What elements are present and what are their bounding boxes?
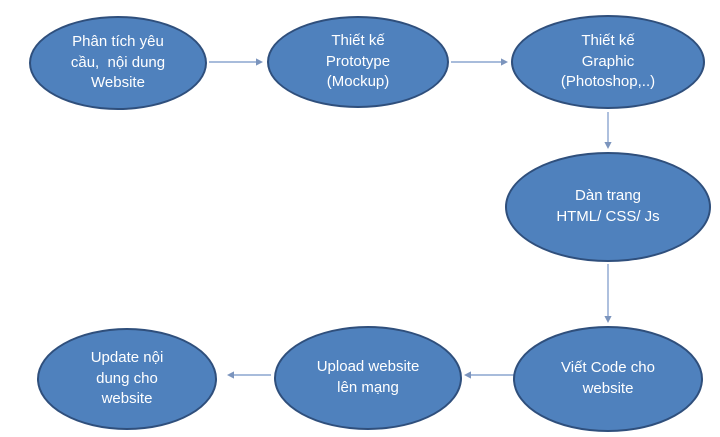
arrowhead-icon xyxy=(227,371,234,379)
node-phan-tich-yeu-cau: Phân tích yêu cầu, nội dung Website xyxy=(29,16,207,110)
node-thiet-ke-prototype: Thiết kế Prototype (Mockup) xyxy=(267,16,449,108)
arrowhead-icon xyxy=(501,58,508,66)
node-label: Thiết kế Graphic (Photoshop,..) xyxy=(560,31,656,91)
node-label: Viết Code cho website xyxy=(561,359,655,397)
node-label: Dàn trang HTML/ CSS/ Js xyxy=(556,187,660,225)
arrowhead-icon xyxy=(256,58,263,66)
node-label: Update nội dung cho website xyxy=(90,348,164,408)
node-update-noi-dung-cho-website: Update nội dung cho website xyxy=(37,328,217,430)
node-viet-code-cho-website: Viết Code cho website xyxy=(513,326,703,432)
arrowhead-icon xyxy=(604,142,612,149)
arrowhead-icon xyxy=(604,316,612,323)
node-label: Thiết kế Prototype (Mockup) xyxy=(325,31,391,91)
node-upload-website-len-mang: Upload website lên mạng xyxy=(274,326,462,430)
node-thiet-ke-graphic: Thiết kế Graphic (Photoshop,..) xyxy=(511,15,705,109)
node-label: Upload website lên mạng xyxy=(316,358,420,396)
node-label: Phân tích yêu cầu, nội dung Website xyxy=(70,32,166,92)
arrowhead-icon xyxy=(464,371,471,379)
node-dan-trang-html-css-js: Dàn trang HTML/ CSS/ Js xyxy=(505,152,711,262)
